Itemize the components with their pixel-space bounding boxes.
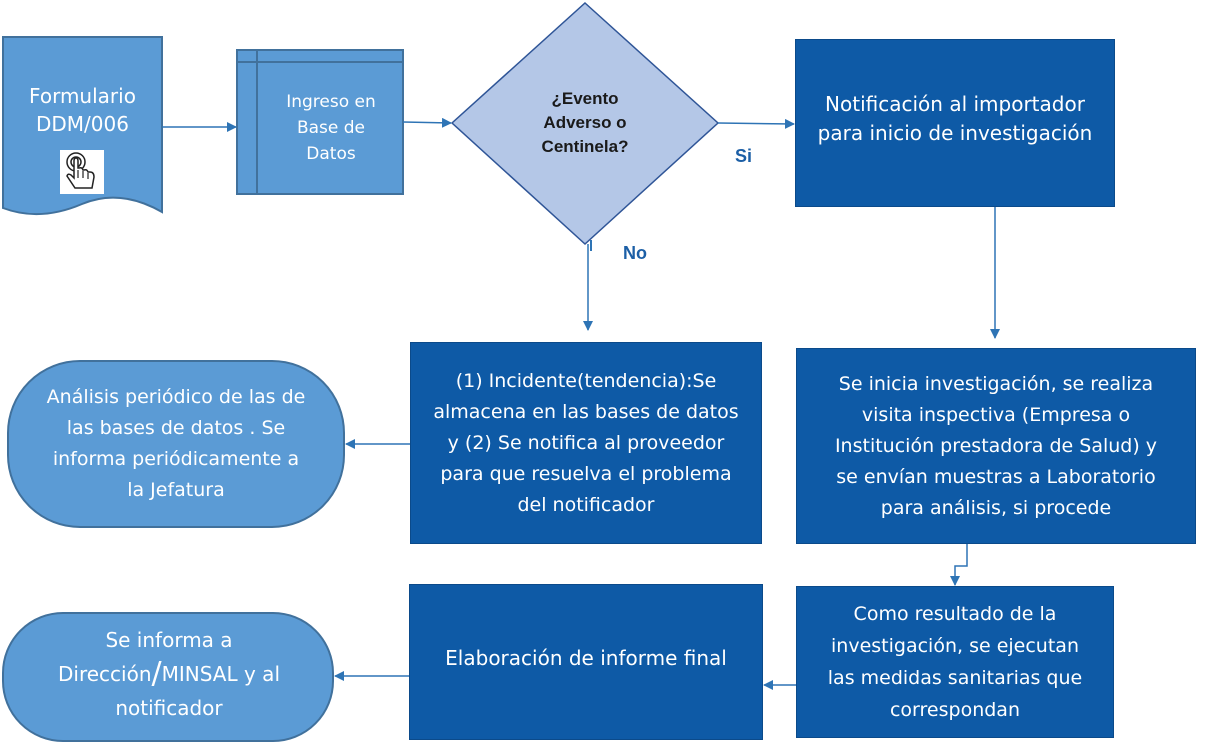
se-informa-line1: Se informa a [105,628,233,652]
node-investigacion: Se inicia investigación, se realiza visi… [796,348,1196,544]
resultado-line3: las medidas sanitarias que [827,667,1083,689]
ingreso-line3: Datos [306,144,356,164]
resultado-line4: correspondan [889,699,1020,721]
incidente-line5: del notificador [517,493,655,516]
investigacion-line3: Institución prestadora de Salud) y [834,434,1158,457]
se-informa-line3: notificador [115,696,223,720]
investigacion-line1: Se inicia investigación, se realiza [838,372,1154,395]
decision-diamond-shape [450,1,720,246]
investigacion-line2: visita inspectiva (Empresa o [861,403,1131,426]
incidente-line2: almacena en las bases de datos [433,400,739,423]
ingreso-line1: Ingreso en [286,92,376,112]
incidente-line3: y (2) Se notifica al proveedor [447,431,725,454]
se-informa-line2b: MINSAL y al [161,662,280,686]
analisis-line2: las bases de datos . Se [66,417,286,439]
analisis-terminal-shape [7,360,345,528]
node-se-informa: Se informa a Dirección/MINSAL y al notif… [10,618,328,736]
touch-hand-icon [60,150,104,194]
incidente-line4: para que resuelva el problema [440,462,732,485]
decision-line1: ¿Evento [551,89,619,108]
analisis-line1: Análisis periódico de las de [46,386,306,408]
node-analisis: Análisis periódico de las de las bases d… [14,370,338,518]
node-decision: ¿Evento Adverso o Centinela? [500,80,670,166]
formulario-line1: Formulario [29,84,136,108]
se-informa-line2: Dirección/MINSAL y al [58,657,280,691]
node-formulario: Formulario DDM/006 [5,80,160,140]
investigacion-line4: se envían muestras a Laboratorio [836,465,1156,488]
notificacion-line1: Notificación al importador [825,92,1085,116]
investigacion-line5: para análisis, si procede [880,496,1112,519]
se-informa-line2-separator: / [151,656,162,691]
arrow-decision-to-notificacion [717,118,795,129]
incidente-line1: (1) Incidente(tendencia):Se [455,369,717,392]
analisis-line3: informa periódicamente a [52,448,300,470]
arrow-ingreso-to-decision [402,117,452,128]
ingreso-storage-shape [236,49,404,195]
edge-label-no: No [623,243,647,263]
node-resultado: Como resultado de la investigación, se e… [796,586,1114,738]
edge-label-si: Si [735,146,753,166]
decision-line2: Adverso o [543,113,627,132]
resultado-line1: Como resultado de la [853,603,1057,625]
notificacion-line2: para inicio de investigación [817,121,1093,145]
node-incidente: (1) Incidente(tendencia):Se almacena en … [410,342,762,544]
se-informa-line2a: Dirección [58,662,152,686]
se-informa-terminal-shape [2,612,334,742]
formulario-line2: DDM/006 [36,112,129,136]
node-ingreso: Ingreso en Base de Datos [259,64,403,192]
ingreso-line2: Base de [296,118,366,138]
resultado-line2: investigación, se ejecutan [831,635,1079,657]
formulario-document-shape [2,36,163,216]
decision-line3: Centinela? [541,137,629,156]
analisis-line4: la Jefatura [127,479,225,501]
arrow-investigacion-to-resultado [950,544,968,586]
node-notificacion: Notificación al importador para inicio d… [795,39,1115,207]
informe-final-line1: Elaboración de informe final [445,646,727,670]
node-informe-final: Elaboración de informe final [409,584,763,740]
